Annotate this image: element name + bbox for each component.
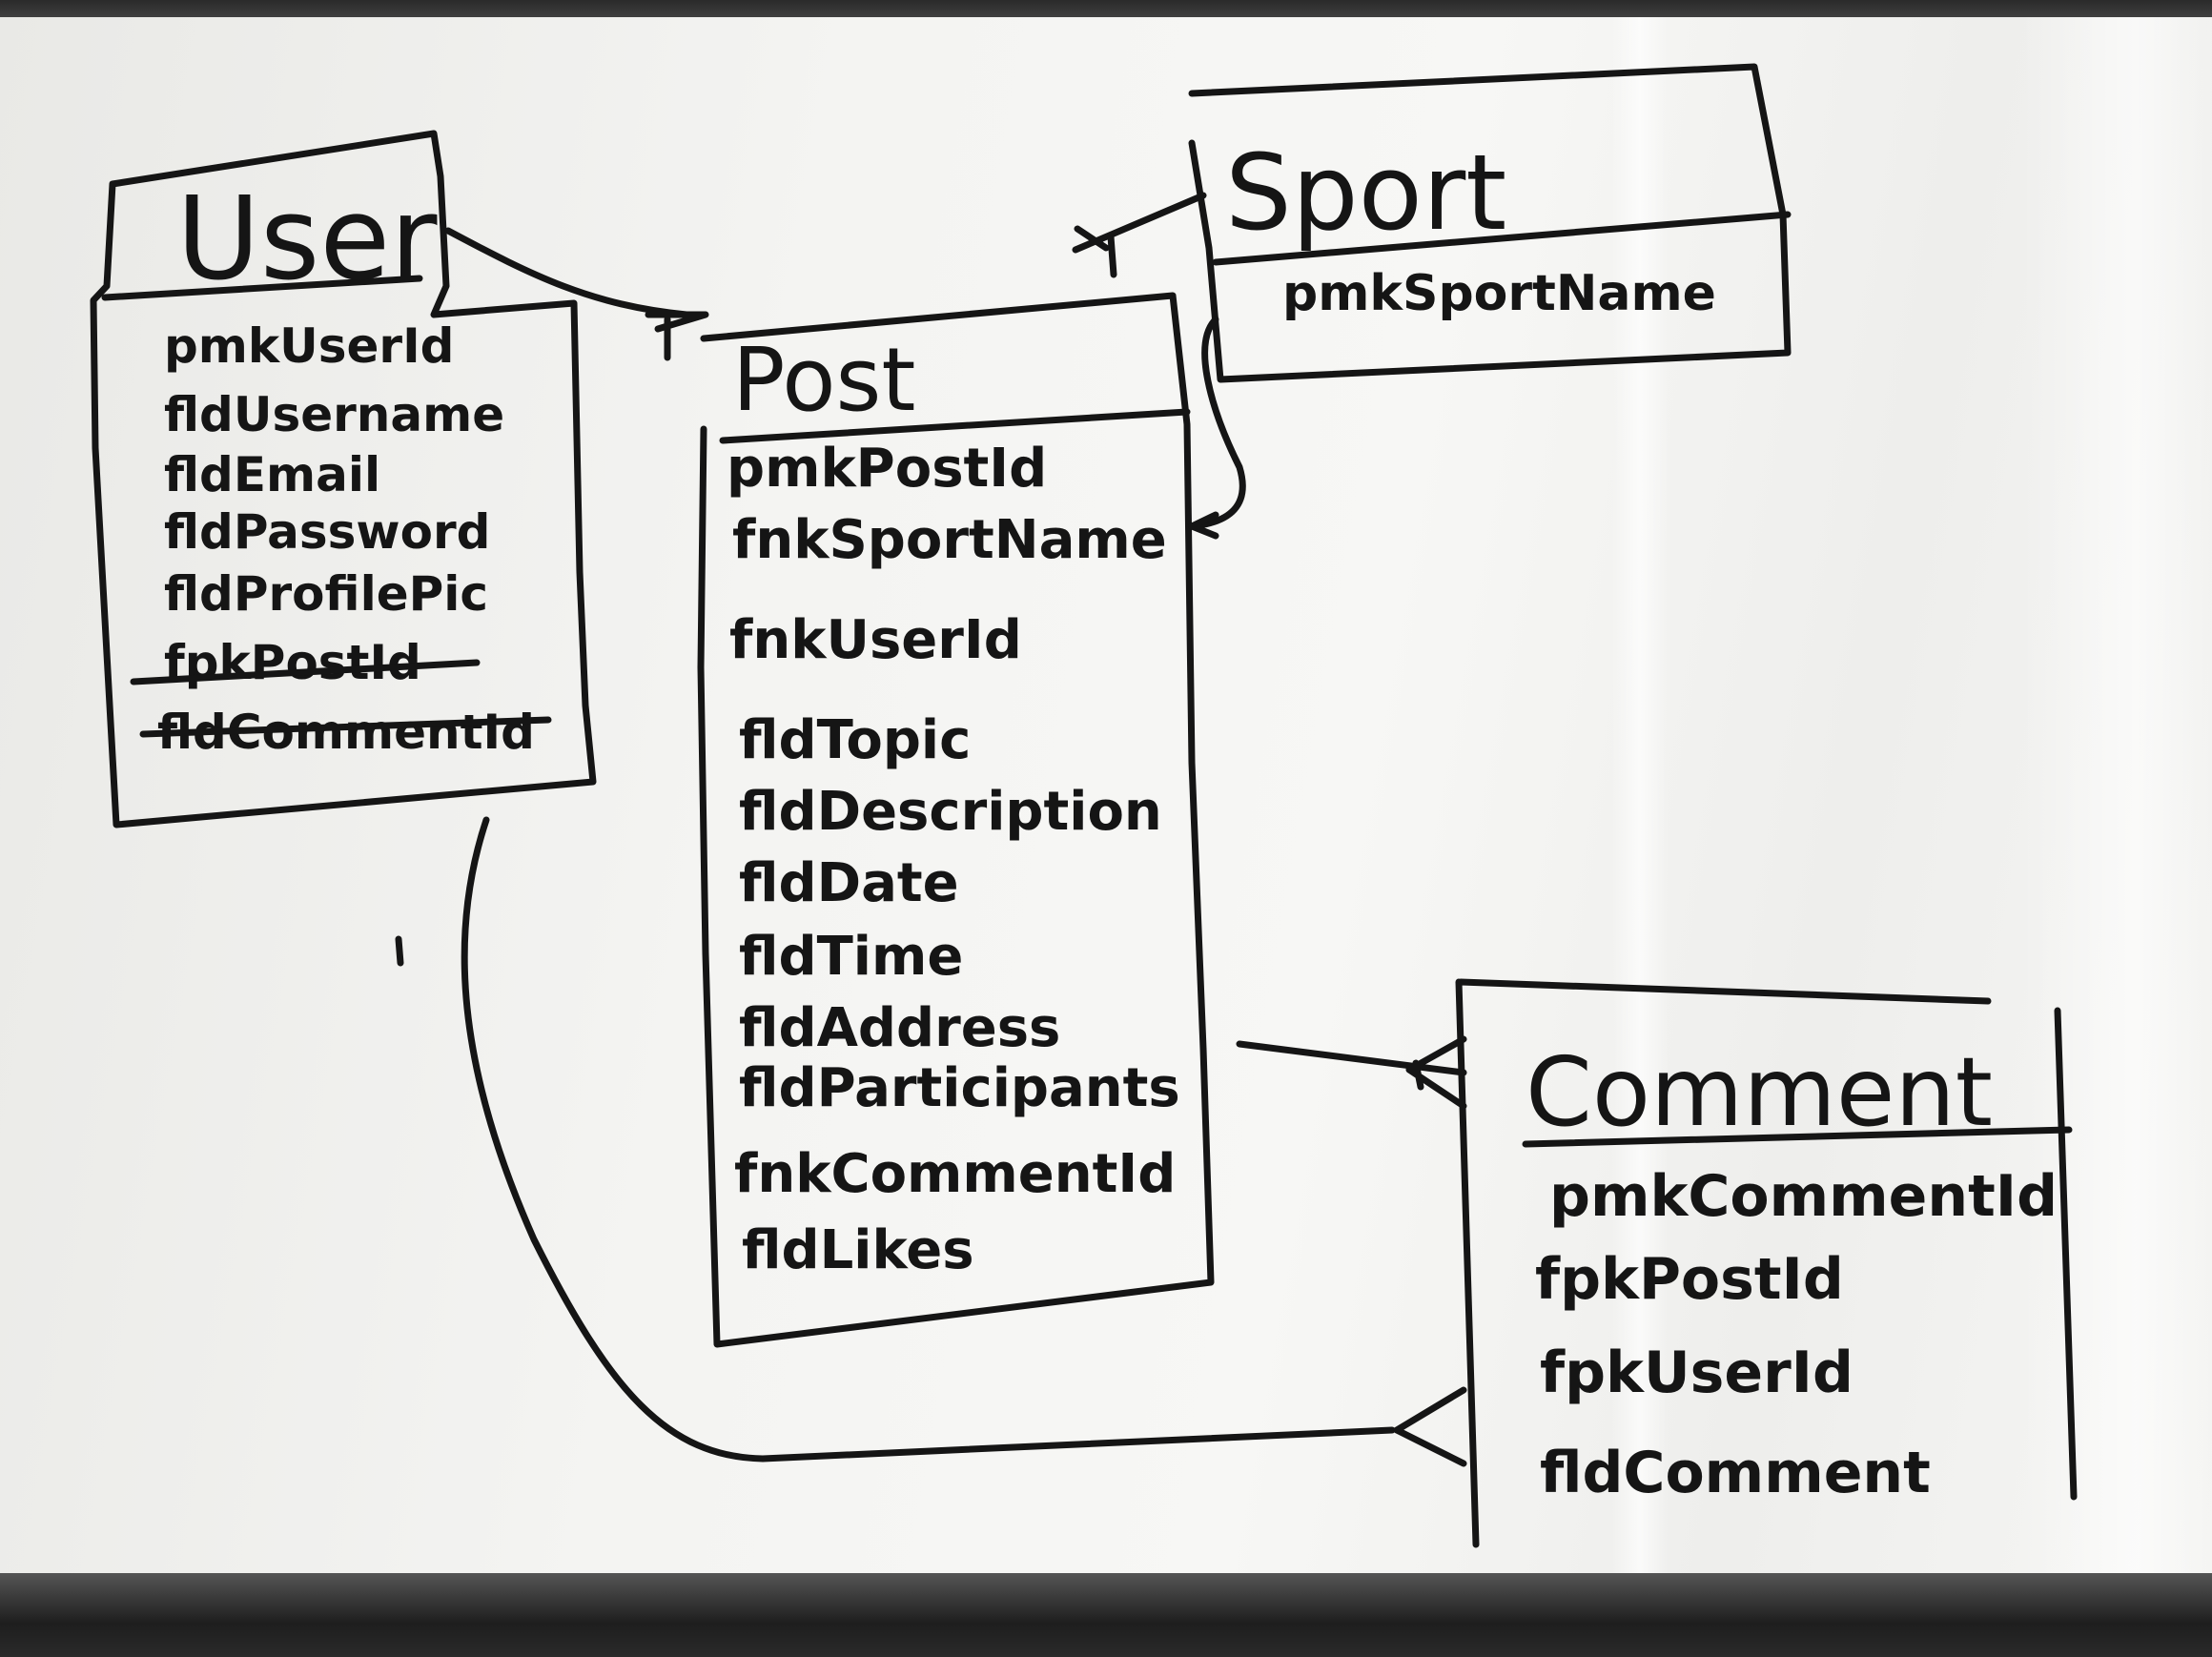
comment-title: Comment	[1526, 1036, 1993, 1148]
relationships	[395, 192, 1467, 1467]
user-field: fldProfilePic	[164, 566, 488, 622]
post-field: fnkSportName	[732, 509, 1167, 571]
comment-box-outline	[1455, 978, 2078, 1548]
comment-field: fpkUserId	[1540, 1340, 1854, 1406]
post-field: fnkUserId	[729, 609, 1022, 671]
post-field: fldParticipants	[739, 1057, 1180, 1119]
sport-title-underline	[1212, 211, 1792, 266]
post-comment-relation-line	[1236, 1040, 1467, 1076]
post-field: fldTime	[739, 926, 963, 988]
stray-mark	[395, 935, 404, 967]
post-field: pmkPostId	[727, 438, 1047, 500]
user-box-outline	[90, 130, 597, 828]
post-field: fldLikes	[742, 1219, 974, 1281]
entity-sport: Sport pmkSportName	[1188, 63, 1792, 383]
post-field: fldDate	[739, 852, 959, 914]
user-comment-relation-line	[461, 816, 1396, 1463]
strike-line	[139, 716, 552, 738]
sport-post-crowfoot-top	[1072, 192, 1207, 278]
comment-title-underline	[1522, 1126, 2073, 1148]
entity-post: Post pmkPostId fnkSportName fnkUserId fl…	[697, 292, 1215, 1348]
sport-post-relation-line	[1188, 316, 1246, 530]
post-field: fnkCommentId	[734, 1143, 1176, 1205]
user-field-struck: fpkPostId	[164, 635, 421, 690]
comment-field: pmkCommentId	[1549, 1163, 2058, 1230]
comment-field-list: pmkCommentId fpkPostId fpkUserId fldComm…	[1535, 1163, 2058, 1506]
user-field: fldUsername	[164, 387, 504, 442]
sport-box-outline	[1188, 63, 1792, 383]
user-field: fldEmail	[164, 447, 380, 502]
user-field-list: pmkUserId fldUsername fldEmail fldPasswo…	[157, 318, 535, 760]
user-field: fldPassword	[164, 504, 490, 560]
sport-title: Sport	[1225, 132, 1506, 254]
user-comment-crowfoot	[1393, 1386, 1467, 1467]
entity-user: User pmkUserId fldUsername fldEmail fldP…	[90, 130, 597, 828]
sport-field: pmkSportName	[1282, 265, 1716, 322]
user-title: User	[176, 174, 438, 306]
entity-comment: Comment pmkCommentId fpkPostId fpkUserId…	[1455, 978, 2078, 1548]
comment-field: fldComment	[1540, 1440, 1931, 1506]
post-field: fldDescription	[739, 781, 1162, 843]
user-field: pmkUserId	[164, 318, 454, 374]
board-frame-top	[0, 0, 2212, 21]
post-field: fldTopic	[739, 709, 971, 771]
post-field: fldAddress	[739, 997, 1060, 1059]
post-title-underline	[719, 408, 1191, 444]
board-frame-bottom	[0, 1573, 2212, 1657]
user-title-underline	[101, 275, 423, 301]
sport-post-arrow	[1188, 511, 1219, 540]
post-field-list: pmkPostId fnkSportName fnkUserId fldTopi…	[727, 438, 1180, 1281]
comment-field: fpkPostId	[1535, 1246, 1844, 1313]
post-box-outline	[697, 292, 1215, 1348]
post-title: Post	[732, 329, 916, 431]
strike-line	[130, 659, 481, 685]
post-comment-crowfoot	[1405, 1035, 1467, 1110]
user-post-relation-line	[444, 227, 690, 318]
user-post-crowfoot	[645, 311, 709, 361]
